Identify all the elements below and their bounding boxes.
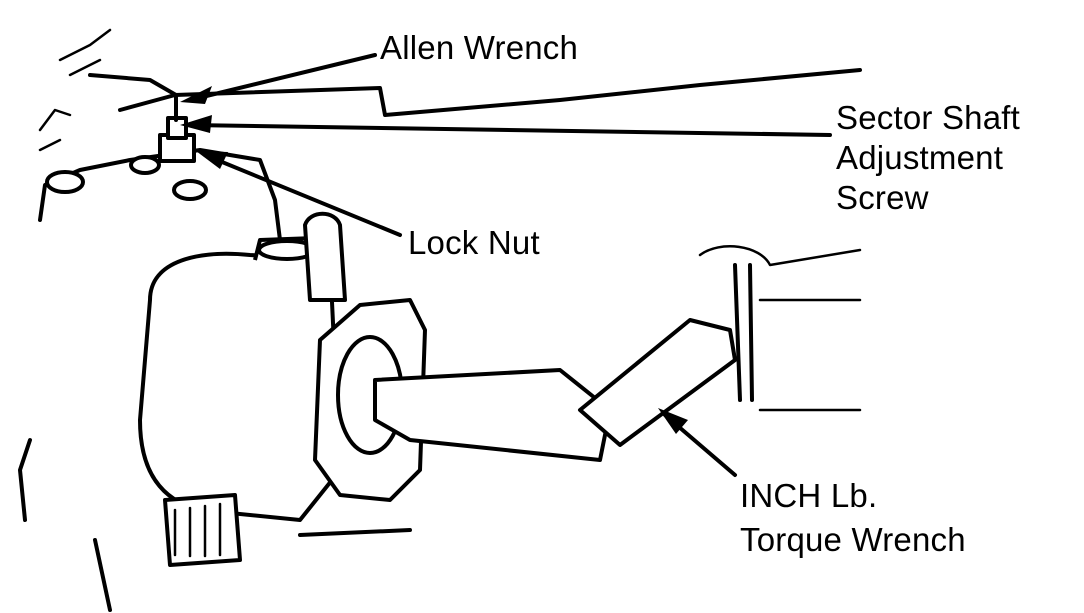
label-allen-wrench: Allen Wrench	[380, 29, 579, 66]
torque-wrench-arrowhead	[658, 408, 688, 434]
allen-wrench-arrowhead	[180, 86, 212, 104]
torque-wrench-socket	[373, 368, 612, 462]
hand-outline	[698, 245, 862, 267]
torque-wrench-pointer	[733, 263, 754, 402]
lock-nut-arrow-line	[203, 153, 402, 237]
housing-bolt-left	[45, 170, 85, 194]
lock-nut-arrowhead	[196, 151, 228, 169]
allen-wrench-arrow-line	[188, 53, 377, 102]
sketch-hatching	[38, 28, 112, 152]
hand-extent-lines	[758, 298, 862, 412]
frame-top-line	[118, 68, 862, 117]
sector-shaft-arrowhead	[180, 115, 212, 133]
housing-bolt-mid	[129, 155, 161, 175]
sector-shaft-arrow-line	[188, 123, 832, 137]
shaft-splines	[173, 502, 222, 558]
label-torque-line2: Torque Wrench	[740, 521, 966, 558]
gear-housing-body	[138, 251, 342, 522]
label-lock-nut: Lock Nut	[408, 224, 540, 261]
label-sector-shaft-line1: Sector Shaft	[836, 99, 1020, 136]
housing-bolt-front	[172, 179, 208, 201]
label-sector-shaft-line2: Adjustment	[836, 139, 1004, 176]
label-torque-line1: INCH Lb.	[740, 477, 878, 514]
torque-wrench-handle	[578, 318, 737, 447]
allen-wrench-shape	[88, 73, 178, 122]
housing-port-2	[303, 211, 347, 302]
lower-frame-lines	[18, 438, 412, 612]
label-sector-shaft-line3: Screw	[836, 179, 929, 216]
